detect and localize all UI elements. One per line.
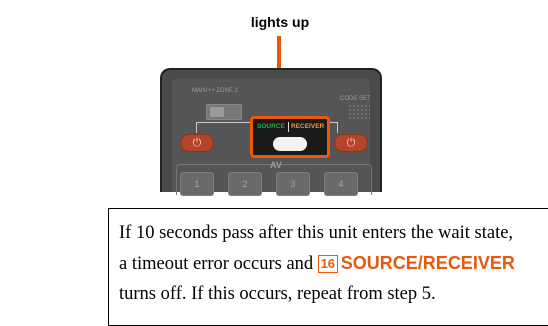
note-text: a timeout error occurs and (119, 254, 318, 274)
remote-panel: MAIN • • ZONE 2 CODE SET ⏻ SOURCE RECEIV… (172, 78, 372, 196)
source-label: SOURCE (257, 123, 285, 130)
main-power-button: ⏻ (180, 134, 214, 152)
code-set-indicator (348, 104, 370, 120)
code-set-label: CODE SET (340, 96, 371, 102)
av-button-1: 1 (180, 172, 214, 196)
zone-switch (206, 104, 242, 120)
av-button-4: 4 (324, 172, 358, 196)
power-icon: ⏻ (346, 137, 356, 149)
key-name: SOURCE/RECEIVER (340, 253, 515, 273)
source-receiver-key-highlight: SOURCE RECEIVER (250, 116, 330, 158)
power-icon: ⏻ (192, 137, 202, 149)
label-separator (288, 122, 289, 132)
key-number-badge: 16 (317, 255, 338, 273)
zone-power-button: ⏻ (334, 134, 368, 152)
av-button-group-frame (176, 164, 372, 195)
timeout-note-box: If 10 seconds pass after this unit enter… (108, 208, 548, 326)
av-button-2: 2 (228, 172, 262, 196)
note-line-1: If 10 seconds pass after this unit enter… (119, 223, 514, 243)
note-line-3: turns off. If this occurs, repeat from s… (119, 284, 436, 304)
zone-switch-knob (210, 107, 224, 117)
av-label: AV (270, 160, 282, 170)
source-receiver-key (273, 137, 307, 151)
main-zone-label: MAIN • • ZONE 2 (192, 88, 238, 94)
av-button-3: 3 (276, 172, 310, 196)
lights-up-callout: lights up (250, 14, 310, 30)
receiver-label: RECEIVER (291, 123, 325, 130)
remote-control-illustration: MAIN • • ZONE 2 CODE SET ⏻ SOURCE RECEIV… (160, 68, 382, 196)
